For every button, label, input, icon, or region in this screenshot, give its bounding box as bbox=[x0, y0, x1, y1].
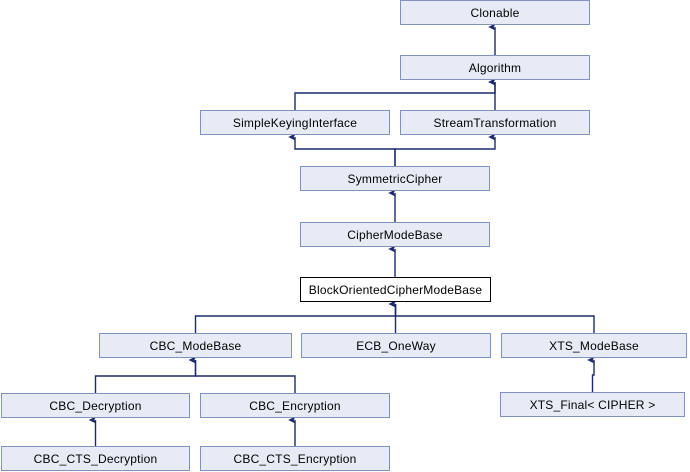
class-node-label: XTS_ModeBase bbox=[549, 338, 639, 353]
class-node-label: CBC_ModeBase bbox=[149, 338, 242, 353]
class-node-label: CBC_Decryption bbox=[49, 398, 142, 413]
class-node-label: ECB_OneWay bbox=[356, 338, 436, 353]
class-node-cbc_encryption[interactable]: CBC_Encryption bbox=[200, 393, 390, 418]
class-node-label: CBC_CTS_Decryption bbox=[33, 451, 158, 466]
edge-cbc_encryption-to-cbc_modebase bbox=[188, 356, 296, 393]
class-node-label: SimpleKeyingInterface bbox=[232, 115, 358, 130]
class-node-label: Clonable bbox=[470, 5, 520, 20]
edge-cbc_modebase-to-blockorientedciphermodebase bbox=[194, 300, 397, 333]
edge-simplekeyinginterface-to-algorithm bbox=[294, 78, 496, 110]
edge-xts_modebase-to-blockorientedciphermodebase bbox=[388, 300, 595, 333]
class-node-cbc_modebase[interactable]: CBC_ModeBase bbox=[99, 333, 292, 358]
edge-xts_final_cipher-to-xts_modebase bbox=[587, 356, 595, 392]
class-node-xts_modebase[interactable]: XTS_ModeBase bbox=[501, 333, 687, 358]
edge-cbc_decryption-to-cbc_modebase bbox=[94, 356, 197, 393]
class-node-xts_final_cipher[interactable]: XTS_Final< CIPHER > bbox=[500, 392, 685, 417]
class-node-label: StreamTransformation bbox=[433, 115, 557, 130]
class-node-cbc_cts_encryption[interactable]: CBC_CTS_Encryption bbox=[200, 446, 390, 471]
class-node-symmetriccipher[interactable]: SymmetricCipher bbox=[300, 166, 490, 191]
class-node-cbc_cts_decryption[interactable]: CBC_CTS_Decryption bbox=[1, 446, 190, 471]
class-node-label: CBC_Encryption bbox=[249, 398, 341, 413]
edge-symmetriccipher-to-streamtransformation bbox=[394, 133, 496, 166]
class-node-algorithm[interactable]: Algorithm bbox=[400, 55, 590, 80]
class-node-label: SymmetricCipher bbox=[347, 171, 443, 186]
class-node-label: XTS_Final< CIPHER > bbox=[529, 397, 656, 412]
class-node-label: BlockOrientedCipherModeBase bbox=[308, 282, 483, 297]
class-node-label: CipherModeBase bbox=[347, 227, 443, 242]
class-node-label: Algorithm bbox=[468, 60, 522, 75]
class-node-label: CBC_CTS_Encryption bbox=[233, 451, 357, 466]
edge-symmetriccipher-to-simplekeyinginterface bbox=[288, 133, 396, 166]
class-node-ecb_oneway[interactable]: ECB_OneWay bbox=[301, 333, 491, 358]
class-node-cbc_decryption[interactable]: CBC_Decryption bbox=[1, 393, 190, 418]
class-node-simplekeyinginterface[interactable]: SimpleKeyingInterface bbox=[200, 110, 390, 135]
class-node-clonable[interactable]: Clonable bbox=[400, 0, 590, 25]
class-node-blockorientedciphermodebase[interactable]: BlockOrientedCipherModeBase bbox=[300, 277, 491, 302]
class-node-streamtransformation[interactable]: StreamTransformation bbox=[400, 110, 590, 135]
class-node-ciphermodebase[interactable]: CipherModeBase bbox=[300, 222, 490, 247]
